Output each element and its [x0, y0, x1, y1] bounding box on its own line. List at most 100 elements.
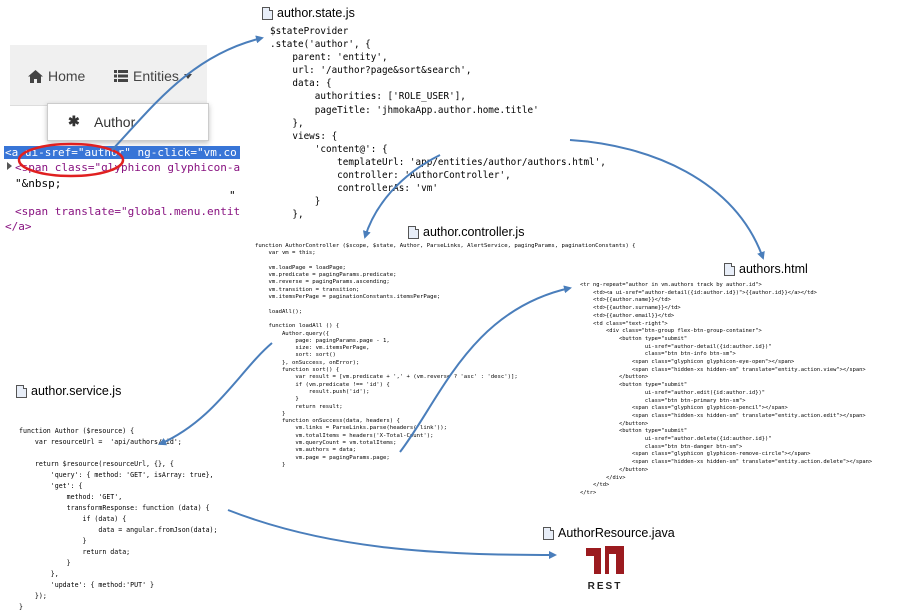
label-authors-html: authors.html — [724, 262, 808, 276]
controller-code-line: result.push('id'); — [255, 388, 370, 395]
service-code-block: function Author ($resource) { var resour… — [19, 426, 218, 613]
service-code-line: var resourceUrl = 'api/authors/:id'; — [19, 438, 182, 446]
service-code-line: } — [19, 537, 87, 545]
controller-code-line: vm.loadPage = loadPage; — [255, 264, 346, 271]
html-code-line: <td>{{author.email}}</td> — [580, 312, 675, 319]
rest-logo-text: REST — [587, 581, 623, 592]
html-code-line: <div class="btn-group flex-btn-group-con… — [580, 328, 762, 335]
controller-code-line: loadAll(); — [255, 308, 303, 315]
html-code-line: </button> — [580, 466, 649, 473]
html-code-line: <span class="glyphicon glyphicon-pencil"… — [580, 405, 788, 412]
service-code-line: if (data) { — [19, 515, 127, 523]
snippet-line-3: "&nbsp; — [15, 177, 62, 190]
service-code-line: }); — [19, 592, 47, 600]
controller-code-line: function sort() { — [255, 367, 340, 374]
state-code-line: 'content@': { — [270, 143, 388, 155]
service-code-line: data = angular.fromJson(data); — [19, 526, 218, 534]
label-author-controller: author.controller.js — [408, 225, 524, 239]
service-code-line: function Author ($resource) { — [19, 427, 135, 435]
controller-code-line: vm.itemsPerPage = paginationConstants.it… — [255, 294, 441, 301]
html-code-line: <td>{{author.name}}</td> — [580, 297, 671, 304]
service-code-line: 'update': { method:'PUT' } — [19, 581, 154, 589]
html-code-line: <button type="submit" — [580, 335, 688, 342]
state-code-line: authorities: ['ROLE_USER'], — [270, 91, 466, 103]
expand-triangle-icon[interactable] — [7, 162, 12, 170]
html-code-line: <span class="hidden-xs hidden-sm" transl… — [580, 459, 873, 466]
html-code-block: <tr ng-repeat="author in vm.authors trac… — [580, 282, 872, 498]
state-code-block: $stateProvider .state('author', { parent:… — [270, 27, 606, 223]
html-code-line: <span class="hidden-xs hidden-sm" transl… — [580, 366, 866, 373]
controller-code-line: vm.totalItems = headers('X-Total-Count')… — [255, 432, 434, 439]
html-code-line: </div> — [580, 474, 626, 481]
rest-logo: REST — [583, 544, 627, 592]
controller-code-line: vm.authors = data; — [255, 447, 357, 454]
service-code-line: }, — [19, 570, 59, 578]
java-file-icon — [543, 526, 554, 540]
html-code-line: <button type="submit" — [580, 382, 688, 389]
arrow-to-html — [569, 139, 765, 260]
entities-dropdown — [47, 103, 209, 141]
controller-code-line: vm.links = ParseLinks.parse(headers('lin… — [255, 425, 447, 432]
html-code-line: <span class="hidden-xs hidden-sm" transl… — [580, 412, 866, 419]
dropdown-item-author[interactable]: ✱ Author — [68, 113, 135, 130]
nav-home[interactable]: Home — [28, 68, 85, 84]
arrow-to-controller — [362, 154, 441, 239]
state-code-line: views: { — [270, 130, 338, 142]
nav-entities[interactable]: Entities — [114, 68, 192, 84]
state-code-line: parent: 'entity', — [270, 52, 388, 64]
service-panel — [12, 403, 230, 585]
controller-code-line: vm.reverse = pagingParams.ascending; — [255, 279, 390, 286]
devtools-selected-line — [4, 146, 240, 159]
snippet-line-1[interactable]: <a ui-sref="author" ng-click="vm.co — [5, 147, 237, 158]
arrow-controller-to-html — [399, 285, 572, 453]
state-code-line: .state('author', { — [270, 39, 371, 51]
asterisk-icon: ✱ — [68, 113, 80, 129]
controller-code-line: sort: sort() — [255, 352, 336, 359]
state-code-line: pageTitle: 'jhmokaApp.author.home.title' — [270, 104, 539, 116]
state-code-line: url: '/author?page&sort&search', — [270, 65, 472, 77]
controller-code-line: if (vm.predicate !== 'id') { — [255, 381, 390, 388]
flow-arrows — [17, 35, 765, 559]
js-file-icon — [16, 384, 27, 398]
state-code-line: templateUrl: 'app/entities/author/author… — [270, 156, 606, 168]
snippet-line-3b: " — [229, 189, 236, 202]
state-code-line: data: { — [270, 78, 332, 90]
html-code-line: <td><a ui-sref="author-detail({id:author… — [580, 289, 817, 296]
service-code-line: method: 'GET', — [19, 493, 123, 501]
label-author-state: author.state.js — [262, 6, 355, 20]
nav-entities-label: Entities — [133, 68, 179, 84]
controller-code-line: function onSuccess(data, headers) { — [255, 418, 400, 425]
controller-code-line: size: vm.itemsPerPage, — [255, 345, 370, 352]
state-code-line: }, — [270, 117, 304, 129]
html-code-line: class="btn btn-info btn-sm"> — [580, 351, 736, 358]
html-code-line: </td> — [580, 482, 610, 489]
label-author-service: author.service.js — [16, 384, 121, 398]
arrow-to-service — [158, 342, 273, 446]
state-code-line: $stateProvider — [270, 26, 349, 37]
controller-code-line: vm.transition = transition; — [255, 286, 360, 293]
controller-code-line: }, onSuccess, onError); — [255, 359, 360, 366]
service-code-line: 'get': { — [19, 482, 83, 490]
service-code-line: } — [19, 559, 71, 567]
js-file-icon — [262, 6, 273, 20]
dropdown-item-author-label: Author — [94, 113, 136, 130]
controller-code-line: var result = [vm.predicate + ',' + (vm.r… — [255, 374, 518, 381]
controller-code-line: vm.page = pagingParams.page; — [255, 454, 390, 461]
nav-home-label: Home — [48, 68, 86, 84]
service-code-line: transformResponse: function (data) { — [19, 504, 210, 512]
state-code-line: } — [270, 196, 321, 208]
controller-code-line: } — [255, 410, 286, 417]
controller-code-line: } — [255, 461, 286, 468]
html-code-line: <button type="submit" — [580, 428, 688, 435]
arrow-to-resource — [227, 509, 557, 559]
service-code-line: } — [19, 603, 23, 611]
html-code-line: <td>{{author.surname}}</td> — [580, 305, 681, 312]
rest-logo-shape — [586, 546, 624, 574]
html-file-icon — [724, 262, 735, 276]
html-code-line: </button> — [580, 420, 649, 427]
controller-code-line: vm.predicate = pagingParams.predicate; — [255, 272, 397, 279]
html-code-line: </button> — [580, 374, 649, 381]
highlight-circle — [17, 142, 125, 178]
controller-code-line: } — [255, 396, 299, 403]
state-code-line: }, — [270, 209, 304, 221]
